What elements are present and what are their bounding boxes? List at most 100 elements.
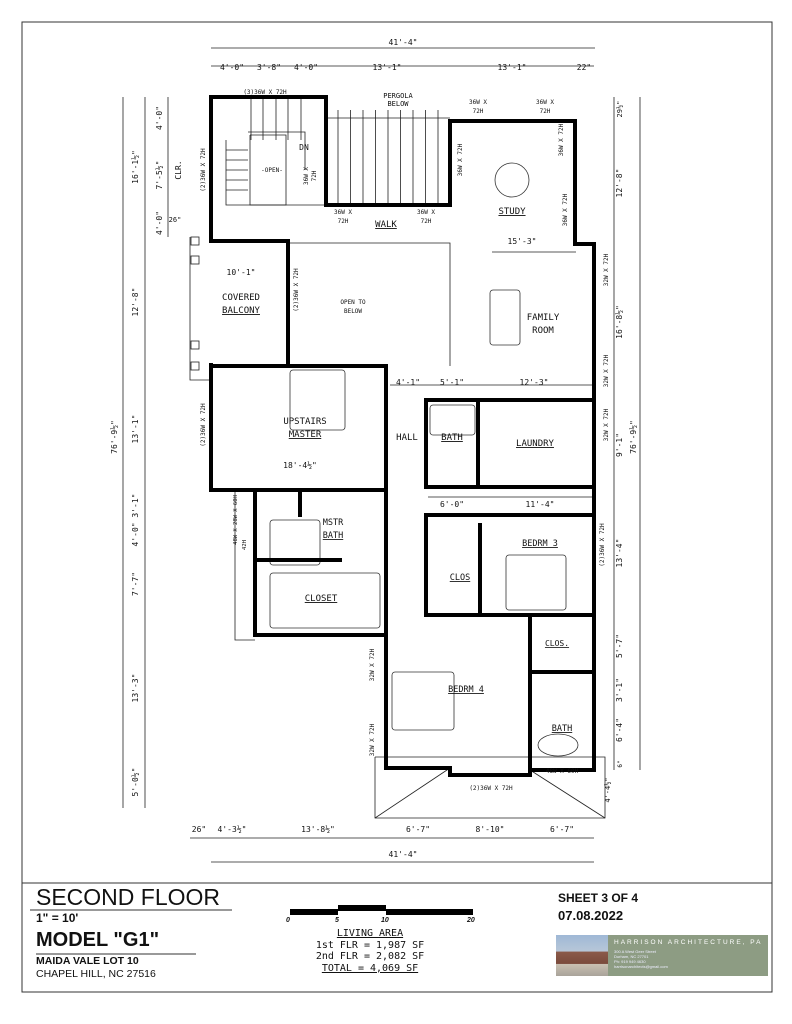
dimension-label: 4'-0" bbox=[294, 63, 318, 72]
balcony-post-icon bbox=[190, 255, 200, 265]
dimension-label: 6'-4" bbox=[615, 718, 624, 742]
room-label: CLOS. bbox=[545, 639, 569, 648]
dimension-label: 22" bbox=[577, 63, 591, 72]
room-label: BATH bbox=[323, 531, 343, 541]
room-label: PERGOLA bbox=[383, 92, 413, 100]
porch-hip bbox=[374, 767, 451, 819]
window-label: 36W X 72H bbox=[558, 123, 565, 156]
room-label: MSTR bbox=[323, 518, 344, 528]
bathtub-icon bbox=[537, 733, 579, 757]
dimension-label: 41'-4" bbox=[389, 850, 418, 859]
sheet-date: 07.08.2022 bbox=[558, 908, 624, 923]
window-label: 48W X 60H bbox=[546, 768, 579, 775]
dimension-label: 4'-0" bbox=[220, 63, 244, 72]
dimension-label: 8'-10" bbox=[476, 825, 505, 834]
walls bbox=[209, 95, 596, 777]
window-label: 42H bbox=[242, 540, 248, 550]
logo-address-line: harrisonarchitects@gmail.com bbox=[614, 964, 668, 969]
dimension-label: 5'-7" bbox=[615, 634, 624, 658]
city: CHAPEL HILL, NC 27516 bbox=[36, 968, 156, 980]
dimension-label: 5'-0½" bbox=[130, 768, 140, 797]
window-label: (2)36W X 72H bbox=[200, 148, 207, 192]
dimension-label: 16'-8½" bbox=[614, 305, 624, 339]
dimension-label: 10'-1" bbox=[227, 268, 256, 277]
dimension-label: 16'-1½" bbox=[130, 150, 140, 184]
room-label: MASTER bbox=[289, 430, 322, 440]
window-label: 32W X 72H bbox=[369, 648, 376, 681]
window-label: (2)36W X 72H bbox=[469, 785, 513, 792]
dimension-label: 13'-3" bbox=[131, 674, 140, 703]
balcony-post-icon bbox=[190, 361, 200, 371]
dimension-label: 41'-4" bbox=[389, 38, 418, 47]
sheet-title: SECOND FLOOR bbox=[36, 884, 221, 910]
window-label: 72H bbox=[421, 218, 432, 225]
window-label: 36W X 72H bbox=[457, 143, 464, 176]
room-label: LAUNDRY bbox=[516, 439, 555, 449]
dimension-label: 6'-7" bbox=[550, 825, 574, 834]
porch-hip bbox=[529, 769, 606, 819]
sheet-border bbox=[21, 21, 773, 993]
study-table-icon bbox=[494, 162, 530, 198]
window-label: (2)36W X 72H bbox=[293, 268, 300, 312]
dimension-label: 26" bbox=[192, 825, 206, 834]
window-label: 72H bbox=[311, 170, 318, 181]
dimension-label: 12'-8" bbox=[615, 169, 624, 198]
living-area-first: 1st FLR = 1,987 SF bbox=[315, 939, 425, 951]
balcony-dashed-edge bbox=[189, 237, 211, 381]
room-label: WALK bbox=[375, 220, 397, 230]
window-label: (3)36W X 72H bbox=[243, 89, 287, 96]
window-label: (2)36W X 72H bbox=[599, 523, 606, 567]
dimension-label: 13'-8½" bbox=[301, 824, 335, 834]
thin-lines bbox=[122, 47, 641, 863]
window-label: 36W X bbox=[303, 167, 310, 185]
living-area-heading: LIVING AREA bbox=[336, 928, 404, 939]
stair-arrow bbox=[248, 131, 306, 170]
room-label: BALCONY bbox=[222, 306, 261, 316]
living-area: LIVING AREA 1st FLR = 1,987 SF 2nd FLR =… bbox=[300, 928, 440, 974]
room-label: BELOW bbox=[344, 308, 362, 315]
sheet-number: SHEET 3 OF 4 bbox=[558, 891, 639, 905]
dimension-label: 6'-0" bbox=[440, 500, 464, 509]
dimension-label: 13'-1" bbox=[131, 415, 140, 444]
sofa-icon bbox=[489, 289, 521, 346]
bedroom4-bed-icon bbox=[391, 671, 455, 731]
balcony-post-icon bbox=[190, 340, 200, 350]
bedroom3-bed-icon bbox=[505, 554, 567, 611]
scale-tick-0: 0 bbox=[286, 917, 290, 924]
window-label: 48W X 28W X 60H bbox=[233, 495, 239, 545]
scale-tick-5: 5 bbox=[335, 917, 339, 924]
master-bed-icon bbox=[289, 369, 346, 431]
room-label: CLOS bbox=[450, 573, 470, 583]
hall-bath-wall bbox=[424, 398, 596, 489]
window-label: 36W X bbox=[536, 99, 554, 106]
exterior-wall bbox=[209, 95, 596, 777]
dimension-label: 15'-3" bbox=[508, 237, 537, 246]
living-area-second: 2nd FLR = 2,082 SF bbox=[315, 951, 425, 962]
dimension-label: 18'-4½" bbox=[283, 460, 317, 470]
dimension-label: 13'-1" bbox=[498, 63, 527, 72]
room-label: FAMILY bbox=[527, 313, 560, 323]
dimension-label: 11'-4" bbox=[526, 500, 555, 509]
dimension-label: 4'-3½" bbox=[218, 824, 247, 834]
room-label: BATH bbox=[441, 433, 463, 443]
room-label: BEDRM 4 bbox=[448, 685, 484, 695]
dimension-label: 26" bbox=[169, 216, 182, 224]
dimension-label: 9'-1" bbox=[615, 433, 624, 457]
roof-edge-left bbox=[234, 490, 255, 641]
window-label: 32W X 72H bbox=[603, 253, 610, 286]
dimension-label: 4'-0" bbox=[155, 211, 164, 235]
dimension-label: 4'-1" bbox=[396, 378, 420, 387]
dimension-label: 6" bbox=[617, 760, 624, 767]
room-label: CLOSET bbox=[305, 594, 338, 604]
dimension-label: 12'-8" bbox=[131, 288, 140, 317]
open-to-below-outline bbox=[290, 242, 451, 366]
building-photo bbox=[556, 935, 608, 976]
shower-icon bbox=[269, 519, 321, 566]
room-label: CLR. bbox=[174, 160, 183, 179]
room-label: BATH bbox=[552, 724, 572, 734]
room-label: ROOM bbox=[532, 326, 554, 336]
logo-address-line: 300 A West Geer Street bbox=[614, 949, 656, 954]
window-label: 36W X bbox=[334, 209, 352, 216]
model-name: MODEL "G1" bbox=[36, 929, 160, 951]
